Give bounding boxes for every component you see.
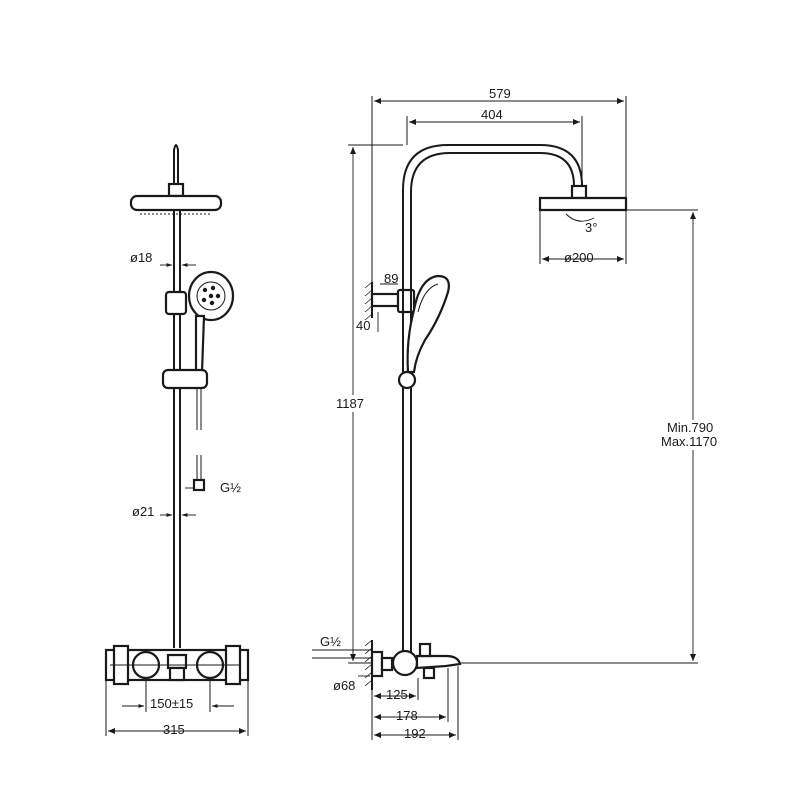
front-view bbox=[104, 144, 250, 686]
front-hand-shower bbox=[187, 270, 235, 374]
front-top-pipe bbox=[173, 144, 179, 185]
side-riser-arm bbox=[402, 144, 583, 660]
side-dim-total-reach: 579 bbox=[489, 86, 511, 101]
side-slider bbox=[397, 370, 417, 390]
side-dim-192: 192 bbox=[404, 726, 426, 741]
front-head-connector bbox=[167, 182, 185, 198]
front-slider bbox=[161, 368, 209, 390]
side-shower-head bbox=[538, 196, 628, 212]
side-range-min: Min.790 bbox=[667, 420, 713, 435]
front-dim-riser: ø21 bbox=[132, 504, 154, 519]
side-wall-bracket bbox=[370, 292, 402, 308]
front-hand-holder bbox=[164, 290, 188, 316]
side-dim-holder-w: 40 bbox=[356, 318, 370, 333]
side-angle: 3° bbox=[585, 220, 597, 235]
side-escutcheon bbox=[370, 650, 384, 678]
front-thread-label: G½ bbox=[220, 480, 241, 495]
front-dimensions: ø18 ø21 G½ 150±15 315 bbox=[105, 250, 249, 737]
side-dimensions: 579 404 ø200 3° 1187 89 40 Min.7 bbox=[312, 86, 717, 741]
front-dim-total-width: 315 bbox=[163, 722, 185, 737]
side-thread-label: G½ bbox=[320, 634, 341, 649]
side-dim-head: ø200 bbox=[564, 250, 594, 265]
side-diverter bbox=[418, 642, 432, 658]
side-view bbox=[364, 144, 628, 690]
front-dim-center: 150±15 bbox=[150, 696, 193, 711]
side-spout bbox=[415, 654, 462, 670]
side-dim-height: 1187 bbox=[336, 396, 364, 411]
front-hose-nut bbox=[192, 478, 206, 492]
side-dim-178: 178 bbox=[396, 708, 418, 723]
side-range-max: Max.1170 bbox=[661, 434, 717, 449]
side-dim-125: 125 bbox=[386, 687, 408, 702]
side-hand-shower bbox=[406, 274, 450, 374]
front-shower-head bbox=[129, 194, 223, 212]
front-dim-head-pipe: ø18 bbox=[130, 250, 152, 265]
side-dim-escutcheon: ø68 bbox=[333, 678, 355, 693]
side-dim-holder-h: 89 bbox=[384, 271, 398, 286]
side-dim-arm: 404 bbox=[481, 107, 503, 122]
side-mixer-body bbox=[391, 649, 419, 677]
